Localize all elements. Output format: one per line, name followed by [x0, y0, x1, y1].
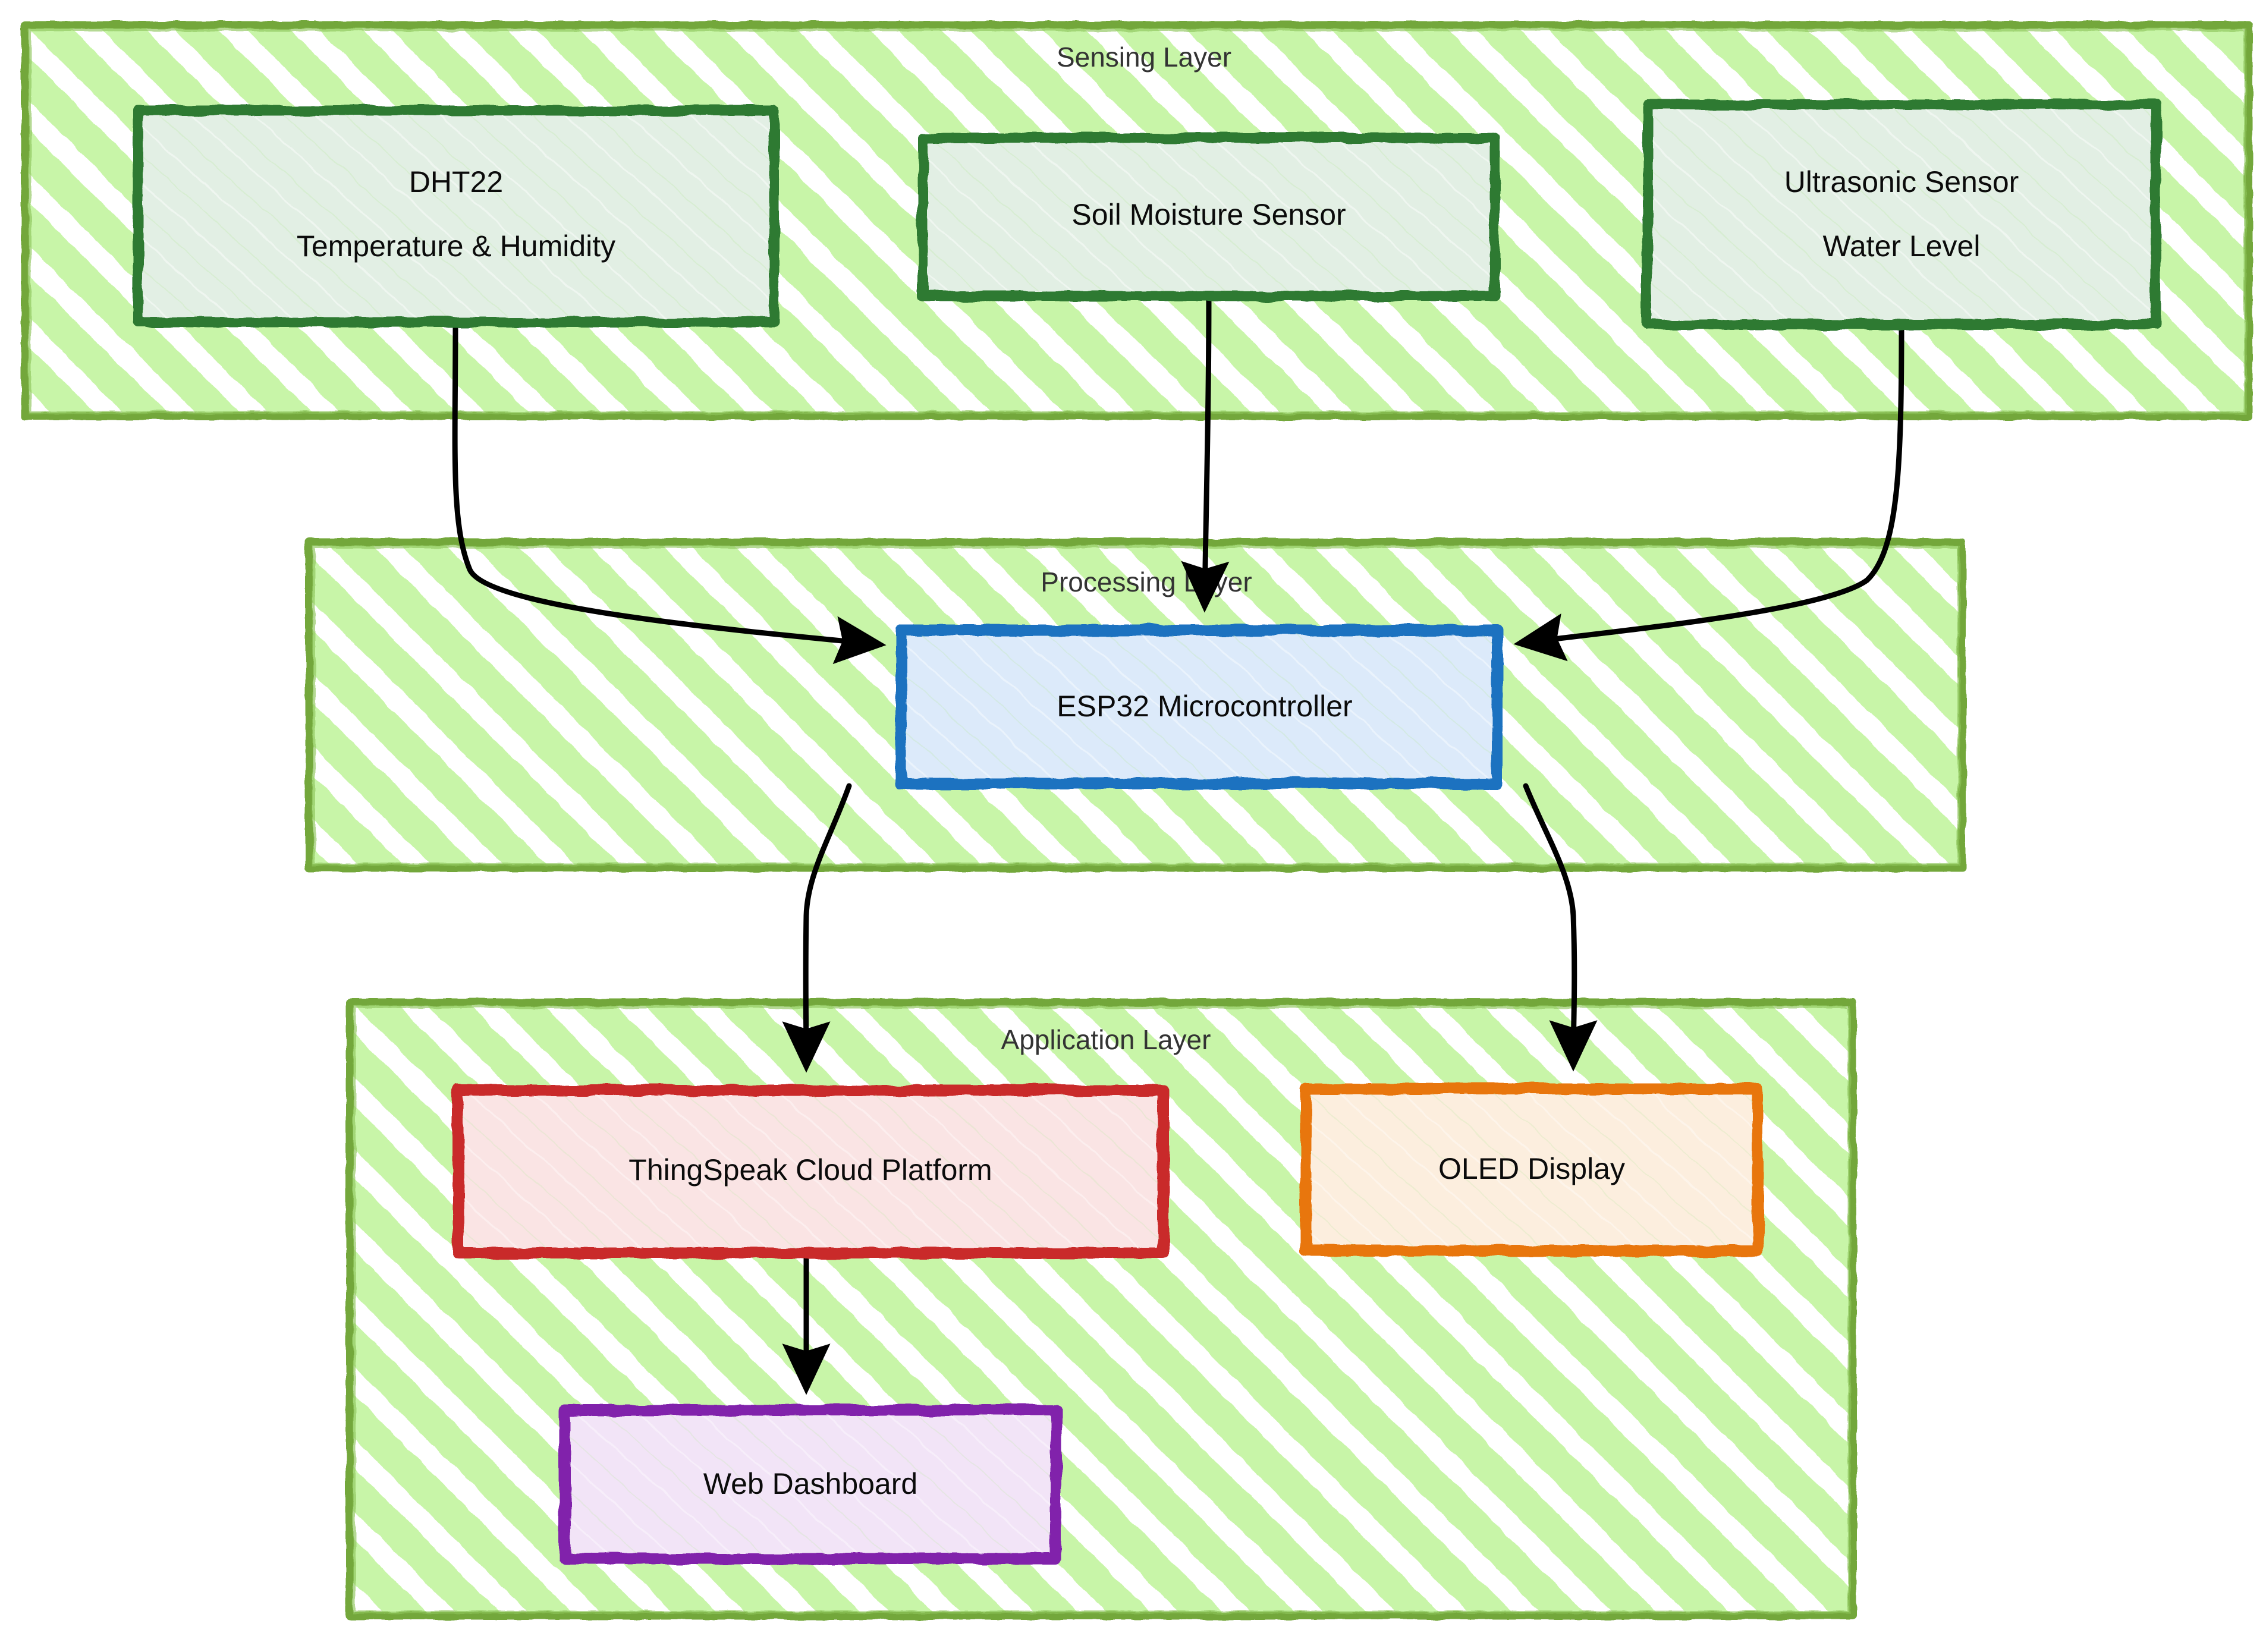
node-web-dashboard-label: Web Dashboard [703, 1467, 917, 1500]
node-ultrasonic-hatch [1652, 109, 2151, 320]
node-ultrasonic[interactable]: Ultrasonic Sensor Water Level [1642, 99, 2161, 330]
node-dht22-label-line1: DHT22 [409, 165, 503, 199]
node-web-dashboard-hatch [570, 1415, 1051, 1554]
node-dht22-label-line2: Temperature & Humidity [297, 229, 615, 263]
node-dht22[interactable]: DHT22 Temperature & Humidity [133, 105, 780, 328]
layer-application-body-shadow [353, 1005, 1851, 1614]
node-esp32-hatch [906, 635, 1492, 779]
layer-processing-body-shadow [312, 545, 1960, 866]
node-oled-hatch [1310, 1094, 1753, 1246]
node-ultrasonic-label-line1: Ultrasonic Sensor [1784, 165, 2019, 199]
node-web-dashboard[interactable]: Web Dashboard [559, 1404, 1062, 1565]
edge-soil-to-esp32 [1181, 293, 1230, 613]
node-dht22-hatch [143, 115, 769, 317]
node-esp32-label: ESP32 Microcontroller [1057, 690, 1352, 723]
edge-esp32-to-oled [1523, 783, 1598, 1072]
node-thingspeak-hatch [463, 1095, 1158, 1248]
node-thingspeak-label: ThingSpeak Cloud Platform [628, 1153, 992, 1187]
edge-esp32-to-thingspeak [782, 783, 852, 1073]
node-soil-moisture[interactable]: Soil Moisture Sensor [917, 133, 1500, 301]
node-oled-label: OLED Display [1438, 1152, 1625, 1185]
edges-group [452, 293, 1904, 1395]
node-ultrasonic-label-line2: Water Level [1823, 229, 1981, 263]
node-soil-moisture-hatch [928, 143, 1490, 291]
layer-sensing-body-shadow [28, 28, 2247, 414]
node-oled[interactable]: OLED Display [1300, 1083, 1764, 1257]
layer-sensing-label: Sensing Layer [1057, 42, 1231, 73]
node-esp32[interactable]: ESP32 Microcontroller [895, 624, 1503, 789]
node-soil-moisture-label: Soil Moisture Sensor [1071, 198, 1346, 231]
node-thingspeak[interactable]: ThingSpeak Cloud Platform [452, 1084, 1169, 1259]
edge-ultrasonic-to-esp32 [1513, 322, 1904, 662]
layer-processing-label: Processing Layer [1041, 567, 1252, 597]
layer-application-label: Application Layer [1001, 1024, 1211, 1055]
edge-dht22-to-esp32 [452, 319, 887, 665]
